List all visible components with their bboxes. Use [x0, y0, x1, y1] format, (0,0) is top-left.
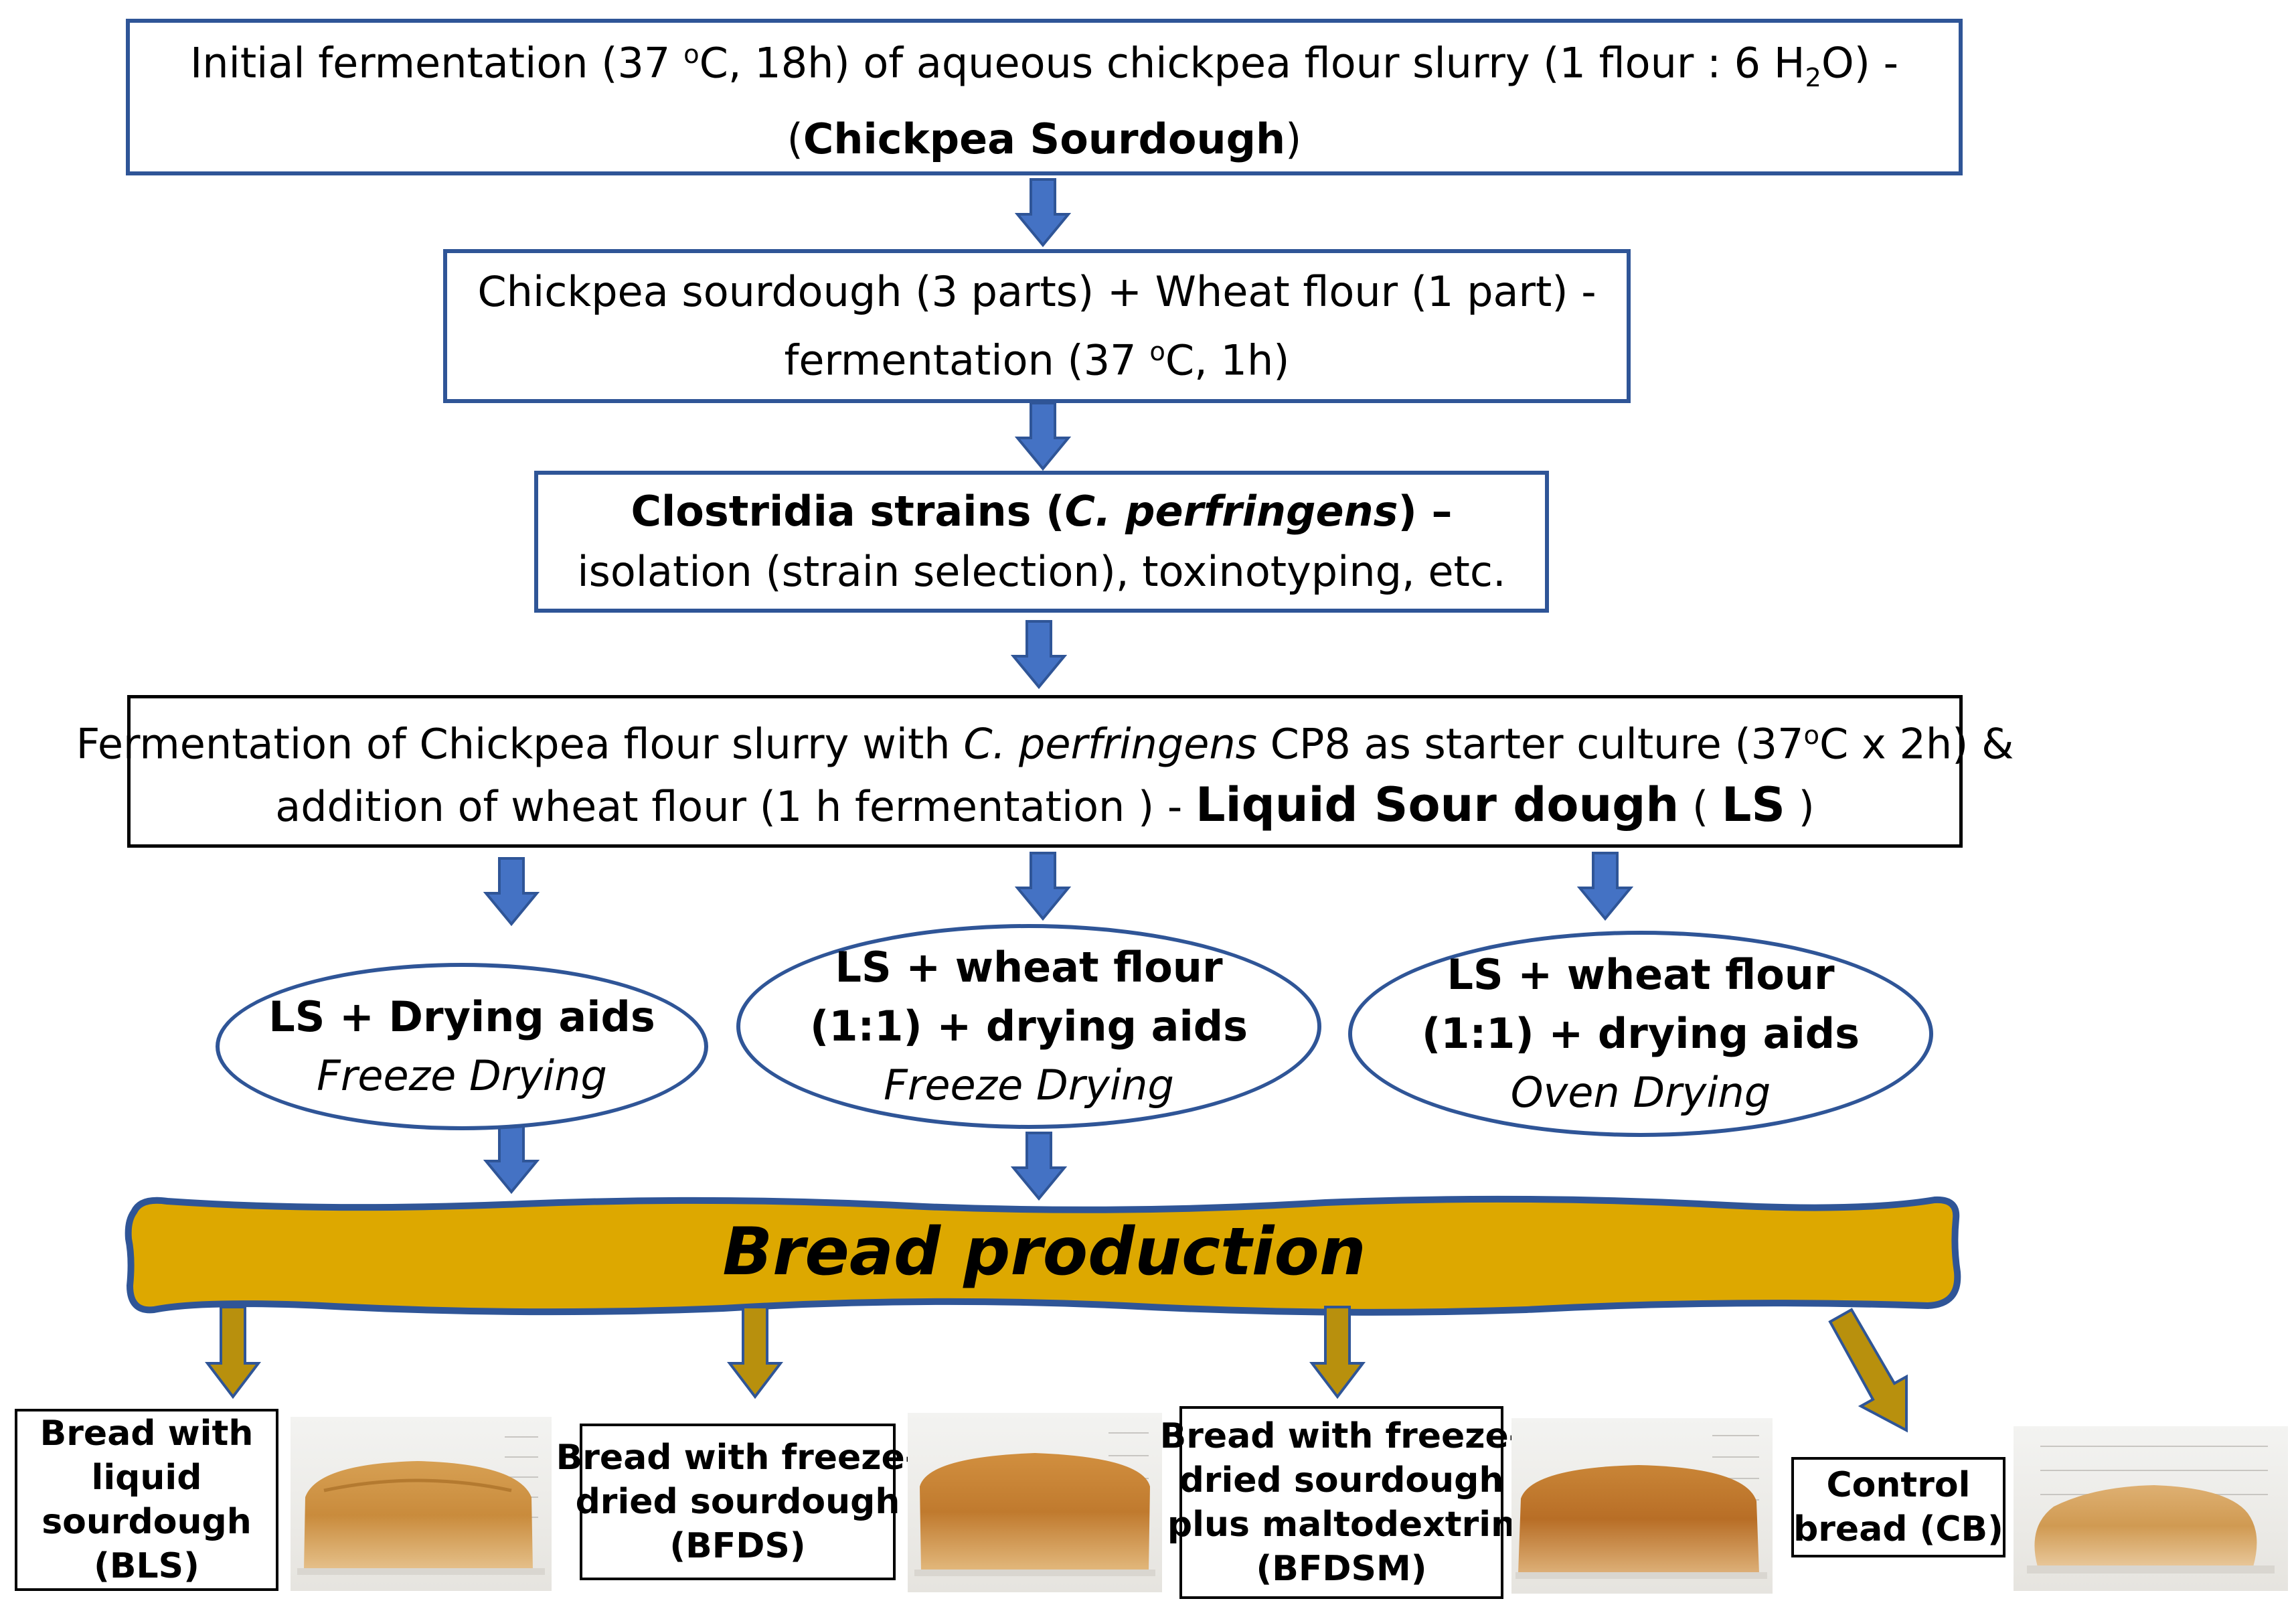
- option-freeze-dried-ls-wheat: LS + wheat flour (1:1) + drying aids Fre…: [736, 924, 1321, 1129]
- arrow-step4-to-option-2: [1015, 852, 1071, 921]
- step-3-line-2: isolation (strain selection), toxinotypi…: [577, 547, 1506, 596]
- product-bfds-line-3: (BFDS): [669, 1526, 806, 1566]
- arrow-step2-to-step3: [1015, 402, 1071, 471]
- product-bls-line-4: (BLS): [94, 1546, 199, 1586]
- product-bfdsm-line-2: dried sourdough: [1179, 1460, 1504, 1501]
- arrow-option-2-to-bread: [1011, 1132, 1067, 1201]
- bread-photo-bfds: [908, 1413, 1162, 1592]
- step-clostridia-strains: Clostridia strains (C. perfringens) – is…: [534, 471, 1549, 613]
- step-2-line-2: fermentation (37 oC, 1h): [784, 335, 1290, 385]
- option-3-ratio: (1:1) + drying aids: [1422, 1009, 1860, 1058]
- product-bfds-line-2: dried sourdough: [575, 1482, 900, 1522]
- arrow-bread-to-bfds: [727, 1306, 783, 1399]
- product-cb-line-1: Control: [1826, 1465, 1971, 1505]
- arrow-step4-to-option-3: [1577, 852, 1633, 921]
- step-chickpea-sourdough-wheat: Chickpea sourdough (3 parts) + Wheat flo…: [443, 249, 1631, 403]
- option-1-label: LS + Drying aids: [268, 992, 655, 1041]
- option-oven-dried-ls-wheat: LS + wheat flour (1:1) + drying aids Ove…: [1348, 931, 1933, 1137]
- arrow-step4-to-option-1: [483, 857, 540, 927]
- step-1-line-2: (Chickpea Sourdough): [787, 114, 1302, 163]
- product-bls-line-3: sourdough: [42, 1502, 252, 1542]
- product-bfdsm-line-1: Bread with freeze-: [1159, 1416, 1524, 1456]
- arrow-bread-to-bls: [205, 1306, 261, 1399]
- product-bfds-label: Bread with freeze- dried sourdough (BFDS…: [556, 1424, 919, 1580]
- bread-photo-cb: [2014, 1426, 2288, 1591]
- step-initial-fermentation: Initial fermentation (37 oC, 18h) of aqu…: [126, 19, 1963, 175]
- product-bfdsm-line-3: plus maltodextrin: [1167, 1505, 1516, 1545]
- step-1-line-1: Initial fermentation (37 oC, 18h) of aqu…: [190, 39, 1898, 94]
- step-2-line-1: Chickpea sourdough (3 parts) + Wheat flo…: [477, 266, 1596, 316]
- step-liquid-sourdough: Fermentation of Chickpea flour slurry wi…: [76, 695, 2014, 848]
- option-2-ratio: (1:1) + drying aids: [810, 1002, 1248, 1051]
- option-2-method: Freeze Drying: [884, 1061, 1174, 1110]
- product-bfds-line-1: Bread with freeze-: [556, 1438, 920, 1478]
- bread-production-label: Bread production: [722, 1214, 1366, 1290]
- step-4-line-1: Fermentation of Chickpea flour slurry wi…: [76, 719, 2014, 769]
- bread-production-banner: [125, 1195, 1961, 1316]
- product-bls-line-2: liquid: [91, 1458, 202, 1498]
- step-4-line-2: addition of wheat flour (1 h fermentatio…: [275, 777, 1815, 832]
- arrow-bread-to-cb: [1828, 1308, 1908, 1433]
- arrow-step1-to-step2: [1015, 178, 1071, 248]
- bread-photo-bls: [291, 1417, 552, 1591]
- bread-photo-bfdsm: [1511, 1418, 1773, 1594]
- arrow-option-1-to-bread: [483, 1125, 540, 1195]
- product-bls-label: Bread with liquid sourdough (BLS): [15, 1409, 278, 1591]
- arrow-step3-to-step4: [1011, 620, 1067, 690]
- option-3-label: LS + wheat flour: [1447, 950, 1835, 999]
- option-1-method: Freeze Drying: [317, 1051, 607, 1100]
- option-3-method: Oven Drying: [1510, 1068, 1771, 1117]
- step-3-line-1: Clostridia strains (C. perfringens) –: [631, 487, 1453, 536]
- product-bfdsm-line-4: (BFDSM): [1256, 1549, 1427, 1589]
- product-cb-line-2: bread (CB): [1793, 1509, 2003, 1549]
- product-bls-line-1: Bread with: [39, 1413, 254, 1454]
- option-2-label: LS + wheat flour: [835, 943, 1223, 992]
- product-bfdsm-label: Bread with freeze- dried sourdough plus …: [1160, 1406, 1523, 1599]
- arrow-bread-to-bfdsm: [1309, 1306, 1366, 1399]
- product-cb-label: Control bread (CB): [1791, 1457, 2005, 1557]
- option-freeze-dried-ls: LS + Drying aids Freeze Drying: [216, 963, 708, 1130]
